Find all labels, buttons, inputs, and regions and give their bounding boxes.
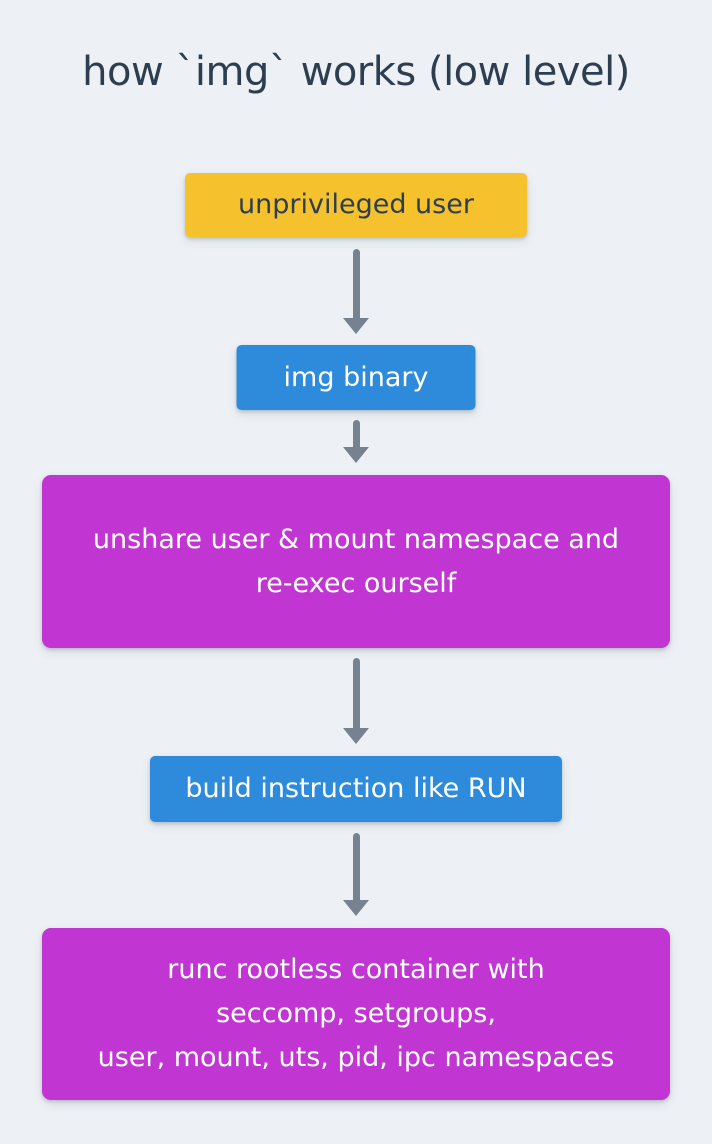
arrow-head [343, 900, 369, 916]
arrow-head [343, 318, 369, 334]
node-label-line: user, mount, uts, pid, ipc namespaces [97, 1042, 615, 1073]
flow-arrow-down-icon [343, 420, 369, 463]
arrow-shaft [352, 249, 360, 319]
node-label-line: unshare user & mount namespace and [92, 523, 620, 555]
node-runc-rootless-container: runc rootless container with seccomp, se… [42, 928, 670, 1100]
diagram-title: how `img` works (low level) [82, 49, 630, 95]
node-img-binary: img binary [236, 345, 476, 410]
node-unshare-namespace: unshare user & mount namespace and re-ex… [42, 475, 670, 648]
node-label-line: re-exec ourself [255, 567, 457, 599]
arrow-shaft [352, 833, 360, 901]
flow-arrow-down-icon [343, 833, 369, 916]
flow-arrow-down-icon [343, 658, 369, 744]
node-label: unprivileged user [238, 189, 474, 220]
node-label-line: seccomp, setgroups, [216, 998, 496, 1029]
arrow-head [343, 447, 369, 463]
arrow-head [343, 728, 369, 744]
node-label-line: runc rootless container with [167, 954, 545, 985]
node-unprivileged-user: unprivileged user [185, 173, 527, 237]
node-build-instruction: build instruction like RUN [150, 756, 562, 822]
node-label: img binary [283, 361, 429, 393]
arrow-shaft [352, 658, 360, 729]
node-label: build instruction like RUN [185, 773, 527, 804]
arrow-shaft [352, 420, 360, 448]
flow-arrow-down-icon [343, 249, 369, 334]
